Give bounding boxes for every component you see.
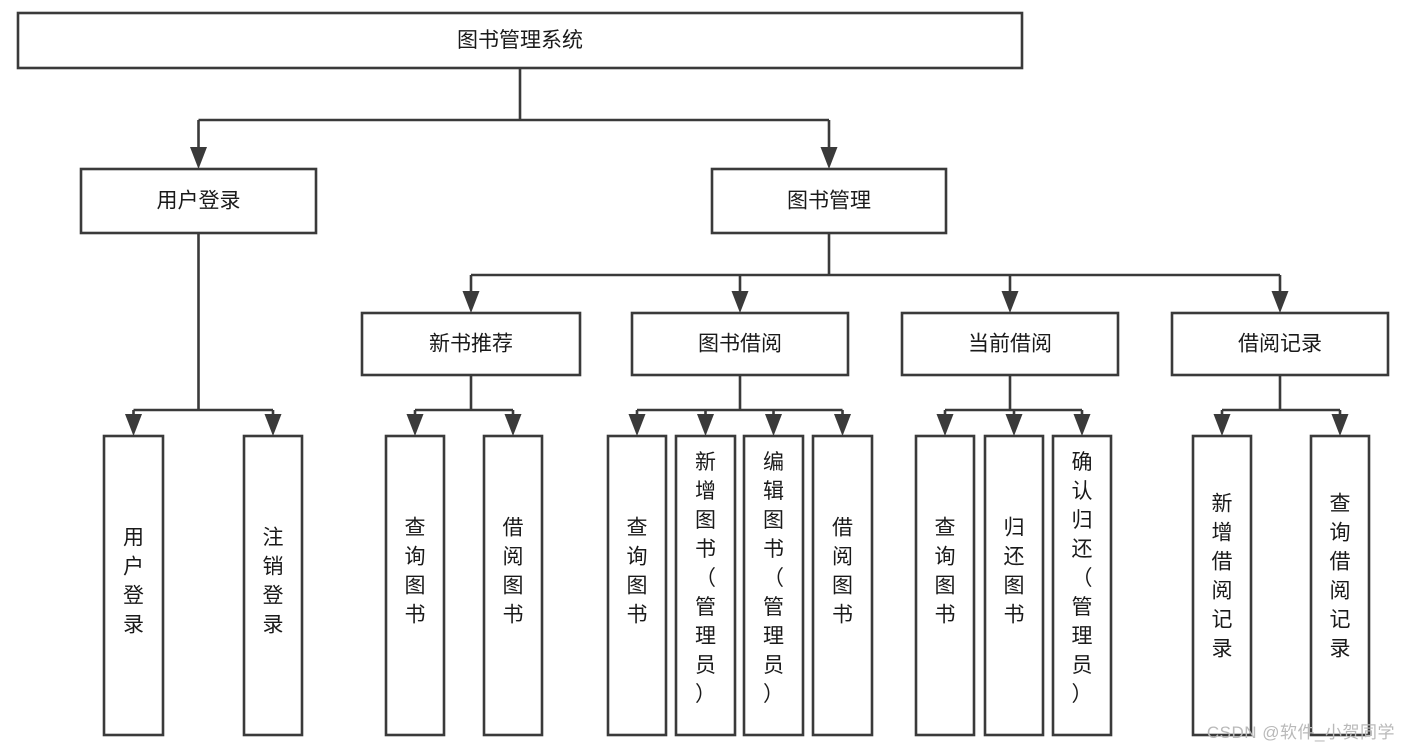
node-label: 编辑图书（管理员）	[763, 451, 784, 706]
node-leaf-query-book-borrow[interactable]: 查询图书	[606, 434, 668, 737]
node-box	[242, 434, 304, 737]
node-box	[606, 434, 668, 737]
node-box	[360, 311, 582, 377]
node-box	[674, 434, 737, 737]
node-box	[1051, 434, 1113, 737]
node-leaf-borrow-book-rec[interactable]: 借阅图书	[482, 434, 544, 737]
node-user-login[interactable]: 用户登录	[79, 167, 318, 235]
node-layer: 图书管理系统用户登录图书管理新书推荐图书借阅当前借阅借阅记录用户登录注销登录查询…	[16, 11, 1390, 737]
arrow-head-icon	[628, 414, 646, 436]
node-leaf-query-borrow-record[interactable]: 查询借阅记录	[1309, 434, 1371, 737]
node-label: 图书借阅	[698, 333, 782, 356]
node-box	[482, 434, 544, 737]
arrow-head-icon	[834, 414, 851, 436]
connector-layer	[125, 68, 1349, 436]
node-label: 用户登录	[123, 527, 144, 637]
node-box	[914, 434, 976, 737]
arrow-head-icon	[406, 414, 424, 436]
node-box	[102, 434, 165, 737]
arrow-head-icon	[820, 147, 838, 169]
node-box	[742, 434, 805, 737]
node-leaf-logout[interactable]: 注销登录	[242, 434, 304, 737]
node-box	[710, 167, 948, 235]
node-current-borrow[interactable]: 当前借阅	[900, 311, 1120, 377]
node-label: 用户登录	[157, 190, 241, 213]
node-box	[811, 434, 874, 737]
node-leaf-add-book[interactable]: 新增图书（管理员）	[674, 434, 737, 737]
arrow-head-icon	[1073, 414, 1091, 436]
node-leaf-confirm-return[interactable]: 确认归还（管理员）	[1051, 434, 1113, 737]
node-label: 图书管理	[787, 190, 871, 213]
node-leaf-user-login[interactable]: 用户登录	[102, 434, 165, 737]
node-leaf-query-book-current[interactable]: 查询图书	[914, 434, 976, 737]
arrow-head-icon	[264, 414, 282, 436]
arrow-head-icon	[1213, 414, 1231, 436]
node-label: 归还图书	[1004, 517, 1025, 627]
node-borrow-record[interactable]: 借阅记录	[1170, 311, 1390, 377]
arrow-head-icon	[462, 291, 480, 313]
node-leaf-add-borrow-record[interactable]: 新增借阅记录	[1191, 434, 1253, 737]
node-label: 确认归还（管理员）	[1072, 451, 1093, 706]
node-box	[1309, 434, 1371, 737]
node-book-manage[interactable]: 图书管理	[710, 167, 948, 235]
node-label: 当前借阅	[968, 333, 1052, 356]
node-label: 新增图书（管理员）	[695, 451, 716, 706]
node-label: 查询图书	[405, 517, 426, 627]
node-label: 查询图书	[935, 517, 956, 627]
watermark-label: CSDN @软件_小贺同学	[1206, 723, 1395, 742]
node-leaf-borrow-book[interactable]: 借阅图书	[811, 434, 874, 737]
node-leaf-query-book-rec[interactable]: 查询图书	[384, 434, 446, 737]
arrow-head-icon	[125, 414, 142, 436]
arrow-head-icon	[731, 291, 749, 313]
arrow-head-icon	[1001, 291, 1019, 313]
arrow-head-icon	[1331, 414, 1349, 436]
node-leaf-edit-book[interactable]: 编辑图书（管理员）	[742, 434, 805, 737]
node-box	[983, 434, 1045, 737]
arrow-head-icon	[1271, 291, 1289, 313]
node-label: 注销登录	[263, 527, 284, 637]
node-label: 图书管理系统	[457, 29, 583, 52]
node-root[interactable]: 图书管理系统	[16, 11, 1024, 70]
node-label: 借阅图书	[503, 517, 524, 627]
node-leaf-return-book[interactable]: 归还图书	[983, 434, 1045, 737]
node-box	[384, 434, 446, 737]
node-new-book-recommend[interactable]: 新书推荐	[360, 311, 582, 377]
arrow-head-icon	[697, 414, 714, 436]
node-box	[1191, 434, 1253, 737]
node-label: 查询借阅记录	[1330, 493, 1351, 661]
node-box	[1170, 311, 1390, 377]
node-box	[79, 167, 318, 235]
node-label: 借阅记录	[1238, 333, 1322, 356]
arrow-head-icon	[504, 414, 522, 436]
arrow-head-icon	[765, 414, 782, 436]
arrow-head-icon	[936, 414, 954, 436]
node-box	[900, 311, 1120, 377]
arrow-head-icon	[190, 147, 207, 169]
node-book-borrow[interactable]: 图书借阅	[630, 311, 850, 377]
node-box	[630, 311, 850, 377]
arrow-head-icon	[1005, 414, 1023, 436]
node-box	[16, 11, 1024, 70]
node-label: 新书推荐	[429, 333, 513, 356]
node-label: 查询图书	[627, 517, 648, 627]
node-label: 借阅图书	[832, 517, 853, 627]
node-label: 新增借阅记录	[1212, 493, 1233, 661]
